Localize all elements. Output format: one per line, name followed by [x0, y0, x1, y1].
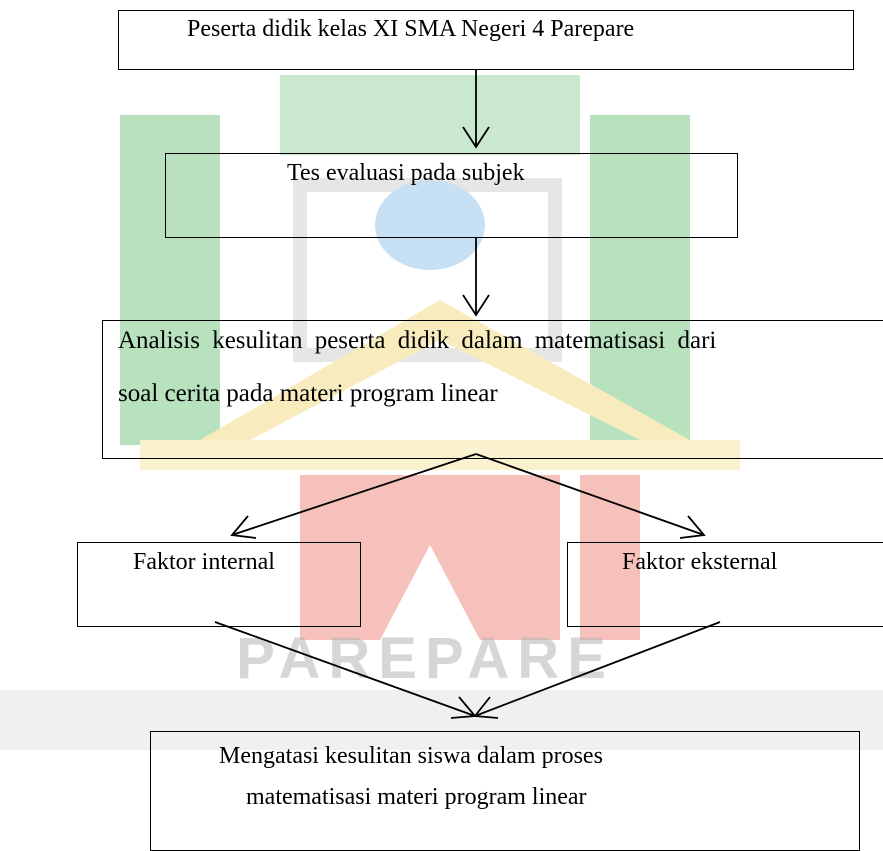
node-evaluation-test-label: Tes evaluasi pada subjek: [287, 160, 525, 186]
node-internal-factor-label: Faktor internal: [133, 549, 275, 575]
node-students-label: Peserta didik kelas XI SMA Negeri 4 Pare…: [187, 16, 635, 42]
node-resolution-line1: Mengatasi kesulitan siswa dalam proses: [219, 743, 603, 769]
arrowhead-analysis-to-internal: [230, 515, 257, 539]
node-external-factor-label: Faktor eksternal: [622, 549, 778, 575]
arrow-analysis-to-external: [475, 453, 705, 536]
arrowhead-students-to-test: [462, 126, 490, 149]
arrow-internal-to-resolution: [214, 621, 476, 717]
arrowhead-test-to-analysis: [462, 294, 490, 317]
node-difficulty-analysis-line2: soal cerita pada materi program linear: [118, 380, 498, 407]
node-resolution-line2: matematisasi materi program linear: [246, 784, 587, 810]
node-external-factor: Faktor eksternal: [567, 542, 883, 627]
arrow-analysis-to-internal: [231, 453, 477, 536]
arrowhead-external-to-resolution: [473, 696, 499, 719]
node-students: Peserta didik kelas XI SMA Negeri 4 Pare…: [118, 10, 854, 70]
node-resolution: Mengatasi kesulitan siswa dalam proses m…: [150, 731, 860, 851]
arrow-external-to-resolution: [474, 621, 721, 717]
arrowhead-analysis-to-external: [679, 515, 706, 539]
flow-arrows: [214, 70, 721, 719]
node-internal-factor: Faktor internal: [77, 542, 361, 627]
node-difficulty-analysis-line1: Analisis kesulitan peserta didik dalam m…: [118, 327, 717, 354]
node-difficulty-analysis: [102, 320, 883, 459]
node-evaluation-test: Tes evaluasi pada subjek: [165, 153, 738, 238]
